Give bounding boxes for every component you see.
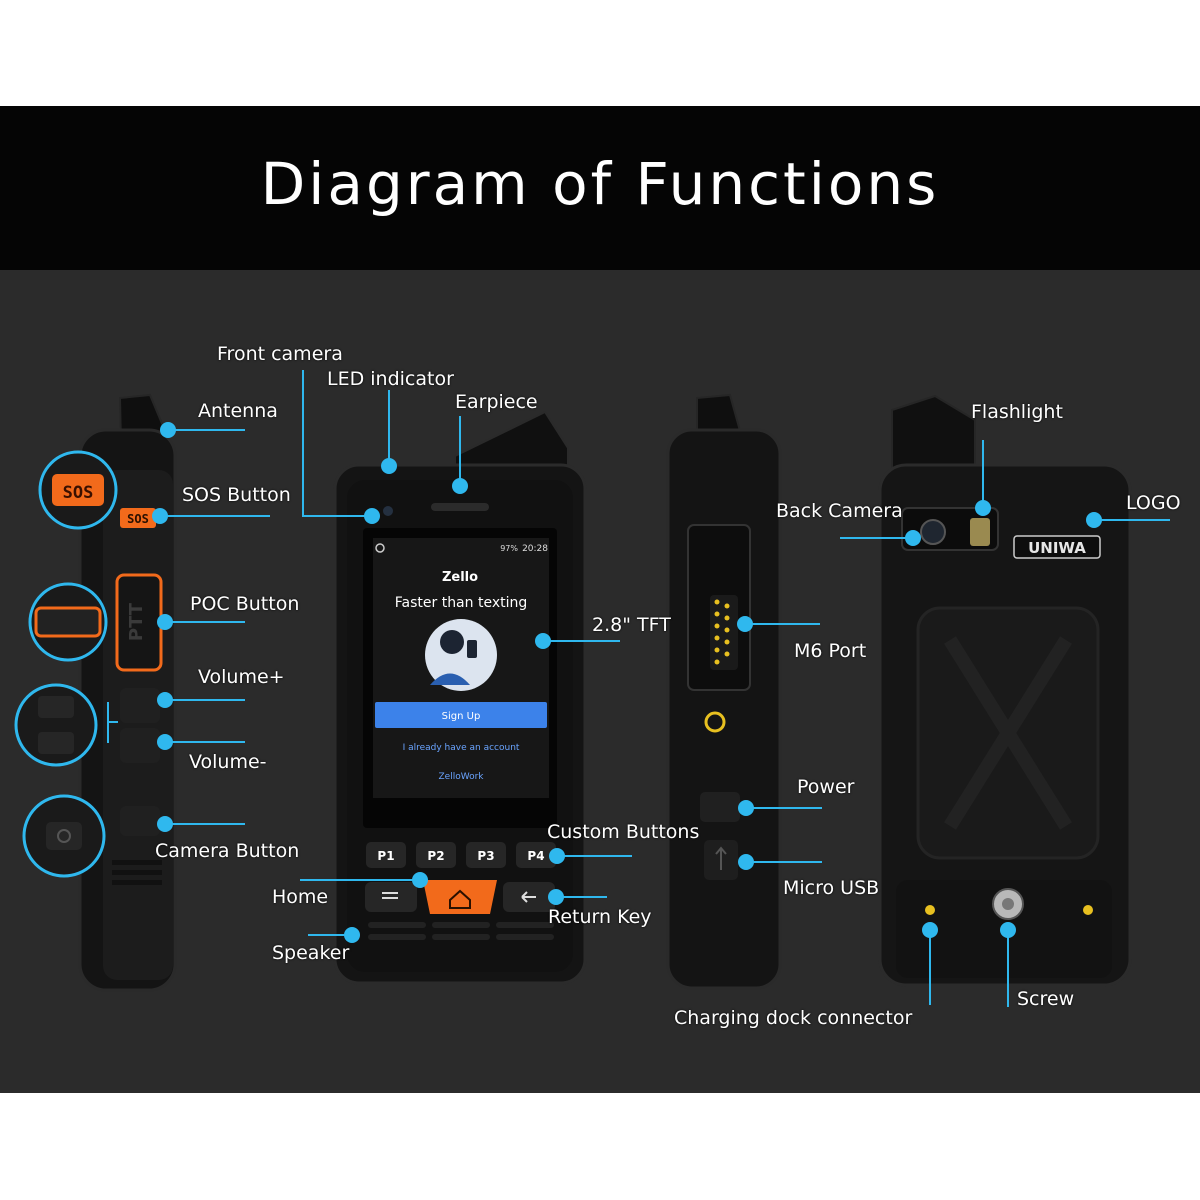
phone-illustration: SOS PTT SOS 20:28 97% Zello Fas [14, 370, 1170, 1007]
label-volume-down: Volume- [189, 751, 267, 773]
left-side-phone-view: SOS PTT [78, 393, 177, 992]
key-p4[interactable]: P4 [527, 849, 544, 863]
right-side-phone-view [666, 393, 782, 990]
label-antenna: Antenna [198, 400, 278, 422]
callout-dots [152, 422, 1102, 943]
ptt-key-text: PTT [126, 602, 147, 641]
page-title: Diagram of Functions [260, 150, 940, 218]
label-return-key: Return Key [548, 906, 652, 928]
label-led-indicator: LED indicator [327, 368, 454, 390]
label-flashlight: Flashlight [971, 401, 1063, 423]
have-account-link[interactable]: I already have an account [403, 743, 520, 753]
key-p2[interactable]: P2 [427, 849, 444, 863]
label-volume-up: Volume+ [198, 666, 285, 688]
status-battery: 97% [500, 544, 518, 553]
home-icon [449, 889, 471, 909]
label-custom-buttons: Custom Buttons [547, 821, 700, 843]
sos-detail-text: SOS [63, 483, 94, 503]
signup-button[interactable] [375, 702, 547, 728]
usb-icon [715, 846, 727, 870]
title-band [0, 106, 1200, 270]
zellowork-link[interactable]: ZelloWork [439, 772, 485, 782]
home-key[interactable] [423, 880, 497, 914]
status-time: 20:28 [522, 544, 548, 554]
label-front-camera: Front camera [217, 343, 343, 365]
label-back-camera: Back Camera [776, 500, 903, 522]
return-icon [521, 891, 536, 903]
key-p3[interactable]: P3 [477, 849, 494, 863]
label-micro-usb: Micro USB [783, 877, 880, 899]
label-charging-dock: Charging dock connector [674, 1007, 913, 1029]
back-phone-view: UNIWA [878, 394, 1132, 987]
screen-tagline: Faster than texting [395, 595, 528, 611]
power-key[interactable] [700, 792, 740, 822]
label-poc-button: POC Button [190, 593, 300, 615]
brand-logo-text: UNIWA [1028, 539, 1086, 557]
label-earpiece: Earpiece [455, 391, 538, 413]
front-phone-view: 20:28 97% Zello Faster than texting Sign… [333, 410, 587, 985]
custom-keys: P1 P2 P3 P4 [366, 842, 556, 868]
label-m6-port: M6 Port [794, 640, 867, 662]
speaker-grille [368, 922, 554, 940]
detail-circles: SOS [14, 450, 118, 878]
label-sos-button: SOS Button [182, 484, 291, 506]
label-speaker: Speaker [272, 942, 350, 964]
sos-key-text: SOS [127, 512, 149, 526]
key-p1[interactable]: P1 [377, 849, 394, 863]
label-home: Home [272, 886, 329, 908]
callout-lines [107, 370, 1170, 1007]
m6-port-pins [714, 599, 730, 665]
label-tft: 2.8" TFT [592, 614, 671, 636]
label-power: Power [797, 776, 855, 798]
zello-logo: Zello [442, 570, 478, 585]
label-camera-button: Camera Button [155, 840, 300, 862]
label-logo: LOGO [1126, 492, 1181, 514]
diagram-canvas: SOS PTT SOS 20:28 97% Zello Fas [0, 270, 1200, 1093]
signup-button-label: Sign Up [442, 711, 481, 722]
label-screw: Screw [1017, 988, 1075, 1010]
